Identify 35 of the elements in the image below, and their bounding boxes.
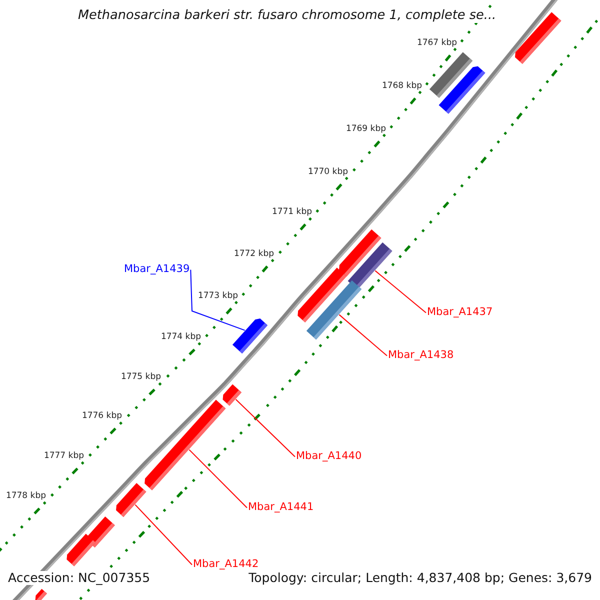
gene-label: Mbar_A1438 [388,350,454,362]
leader-line [190,269,246,331]
footer-text: Topology: circular; Length: 4,837,408 bp; Genes: 3,679 [248,571,593,585]
gene-label: Mbar_A1441 [248,502,314,514]
gene-glyph [222,384,242,406]
scale-label: 1767 kbp [416,39,457,48]
scale-label: 1776 kbp [82,412,122,422]
gene-glyph [515,12,562,64]
gene-label: Mbar_A1440 [296,451,362,463]
gene-label: Mbar_A1437 [427,307,493,319]
leader-line [338,314,388,356]
scale-label: 1769 kbp [346,125,386,134]
gene-glyph [116,483,146,517]
gene-glyph [35,588,47,600]
leader-line [235,398,296,458]
scale-label: 1774 kbp [160,333,201,342]
gene-glyph [66,534,96,566]
footer-text: Accession: NC_007355 [7,571,152,585]
leader-line [374,270,426,314]
scale-label: 1778 kbp [6,492,46,502]
gene-bar [306,280,362,340]
gene-glyph [438,66,486,114]
scale-label: 1773 kbp [198,292,238,302]
scale-label: 1772 kbp [234,250,274,260]
gene-label: Mbar_A1439 [124,264,190,276]
leader-line [188,449,248,508]
scale-label: 1775 kbp [120,373,161,382]
gene-glyph [232,318,268,354]
scale-label: 1771 kbp [272,208,312,218]
leader-line [134,504,192,566]
scale-label: 1770 kbp [308,168,348,178]
gene-label: Mbar_A1442 [193,559,259,571]
gene-glyph [144,400,226,490]
scale-label: 1768 kbp [382,82,422,92]
scale-label: 1777 kbp [44,452,84,462]
